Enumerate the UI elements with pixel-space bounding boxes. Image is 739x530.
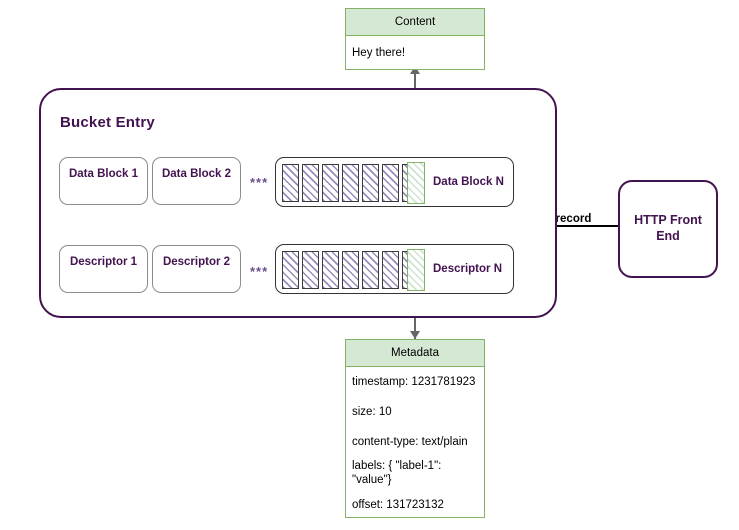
data-block-used-cell [342,164,359,202]
content-box-text: Hey there! [352,46,406,59]
content-box-body: Hey there! [345,36,485,70]
http-front-end-box: HTTP Front End [618,180,718,278]
data-block-used-cell [382,164,399,202]
data-block-1: Data Block 1 [59,157,148,205]
content-box: Content Hey there! [345,8,485,70]
metadata-row: timestamp: 1231781923 [352,375,476,388]
metadata-row: offset: 131723132 [352,499,444,512]
data-block-n: Data Block N [275,157,514,207]
metadata-box-body: timestamp: 1231781923 size: 10 content-t… [345,367,485,518]
data-block-2: Data Block 2 [152,157,241,205]
http-front-end-line2: End [656,229,680,243]
descriptor-ellipsis: *** [250,264,269,279]
arrow-head-to-metadata [410,331,420,339]
http-front-end-line1: HTTP Front [634,213,702,228]
metadata-box: Metadata timestamp: 1231781923 size: 10 … [345,339,485,518]
descriptor-n-label: Descriptor N [433,263,503,275]
descriptor-used-cell [362,251,379,289]
descriptor-used-cell [302,251,319,289]
descriptor-used-cell [282,251,299,289]
descriptor-2-label: Descriptor 2 [162,256,231,268]
descriptor-used-cell [322,251,339,289]
descriptor-n: Descriptor N [275,244,514,294]
data-block-n-label: Data Block N [433,176,504,188]
content-box-header: Content [345,8,485,36]
metadata-row: labels: { "label-1": "value"} [352,460,442,487]
descriptor-2: Descriptor 2 [152,245,241,293]
metadata-box-header: Metadata [345,339,485,367]
data-block-used-cell [302,164,319,202]
data-block-ellipsis: *** [250,175,269,190]
http-front-end-label: HTTP Front End [634,213,702,244]
metadata-row: size: 10 [352,405,392,418]
descriptor-1: Descriptor 1 [59,245,148,293]
data-block-used-cell [362,164,379,202]
descriptor-active-cell [407,249,425,291]
descriptor-1-label: Descriptor 1 [69,256,138,268]
descriptor-used-cell [382,251,399,289]
bucket-entry-title: Bucket Entry [60,114,155,131]
data-block-active-cell [407,162,425,204]
descriptor-used-cell [342,251,359,289]
data-block-2-label: Data Block 2 [161,168,232,180]
data-block-used-cell [322,164,339,202]
data-block-1-label: Data Block 1 [68,168,139,180]
metadata-row: content-type: text/plain [352,435,468,448]
data-block-used-cell [282,164,299,202]
arrow-head-to-content [410,66,420,74]
